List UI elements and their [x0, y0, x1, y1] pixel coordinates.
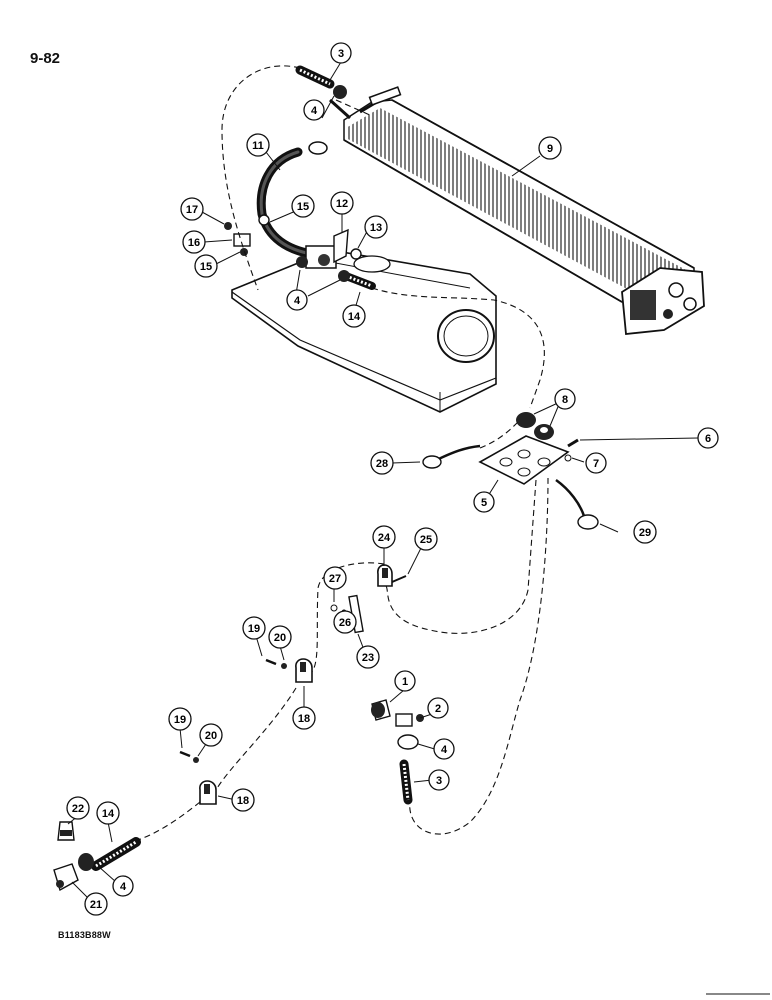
- callout-6: 6: [697, 427, 719, 449]
- svg-text:17: 17: [186, 204, 198, 216]
- svg-text:20: 20: [274, 632, 286, 644]
- lower-fittings: [371, 699, 424, 805]
- callout-1: 1: [394, 670, 416, 692]
- svg-text:15: 15: [297, 201, 309, 213]
- callout-3: 3: [428, 769, 450, 791]
- callout-21: 21: [84, 892, 108, 916]
- svg-text:3: 3: [338, 48, 344, 60]
- callout-26: 26: [333, 610, 357, 634]
- callout-19: 19: [168, 707, 192, 731]
- callout-24: 24: [372, 525, 396, 549]
- svg-text:13: 13: [370, 222, 382, 234]
- callout-16: 16: [182, 230, 206, 254]
- svg-text:22: 22: [72, 803, 84, 815]
- callout-14: 14: [342, 304, 366, 328]
- svg-text:2: 2: [435, 703, 441, 715]
- svg-text:18: 18: [298, 713, 310, 725]
- svg-text:19: 19: [248, 623, 260, 635]
- callouts: 3 4 9 11 12 15 17 16 15 13 4 14 8 6 7 28…: [66, 42, 719, 916]
- svg-text:16: 16: [188, 237, 200, 249]
- callout-14: 14: [96, 801, 120, 825]
- callout-19: 19: [242, 616, 266, 640]
- svg-text:5: 5: [481, 497, 487, 509]
- svg-text:15: 15: [200, 261, 212, 273]
- callout-4: 4: [303, 99, 325, 121]
- svg-text:4: 4: [311, 105, 318, 117]
- callout-15: 15: [194, 254, 218, 278]
- svg-text:8: 8: [562, 394, 568, 406]
- svg-text:29: 29: [639, 527, 651, 539]
- callout-15: 15: [291, 194, 315, 218]
- svg-text:23: 23: [362, 652, 374, 664]
- callout-17: 17: [180, 197, 204, 221]
- mounting-plate: [422, 412, 599, 530]
- callout-13: 13: [364, 215, 388, 239]
- svg-text:28: 28: [376, 458, 388, 470]
- callout-5: 5: [473, 491, 495, 513]
- svg-text:7: 7: [593, 458, 599, 470]
- heater-housing: [231, 249, 497, 413]
- svg-text:25: 25: [420, 534, 432, 546]
- drain-fittings: [53, 821, 141, 892]
- callout-22: 22: [66, 796, 90, 820]
- svg-text:6: 6: [705, 433, 711, 445]
- callout-3: 3: [330, 42, 352, 64]
- hose-routing: [137, 65, 549, 841]
- svg-text:3: 3: [436, 775, 442, 787]
- callout-9: 9: [538, 136, 562, 160]
- page-number: 9-82: [30, 50, 61, 67]
- callout-28: 28: [370, 451, 394, 475]
- callout-4: 4: [433, 738, 455, 760]
- callout-29: 29: [633, 520, 657, 544]
- svg-text:4: 4: [294, 295, 301, 307]
- callout-8: 8: [554, 388, 576, 410]
- callout-4: 4: [286, 289, 308, 311]
- svg-text:18: 18: [237, 795, 249, 807]
- callout-7: 7: [585, 452, 607, 474]
- clamps: [179, 564, 407, 805]
- callout-20: 20: [268, 625, 292, 649]
- svg-text:26: 26: [339, 617, 351, 629]
- svg-text:14: 14: [348, 311, 361, 323]
- callout-25: 25: [414, 527, 438, 551]
- callout-27: 27: [323, 566, 347, 590]
- svg-text:12: 12: [336, 198, 348, 210]
- svg-text:21: 21: [90, 899, 102, 911]
- svg-text:11: 11: [252, 140, 264, 152]
- heater-core: [328, 86, 705, 335]
- drawing-code: B1183B88W: [58, 930, 111, 940]
- callout-18: 18: [292, 706, 316, 730]
- svg-text:20: 20: [205, 730, 217, 742]
- hose-assembly: [224, 65, 376, 290]
- callout-2: 2: [427, 697, 449, 719]
- callout-23: 23: [356, 645, 380, 669]
- leader-lines: [67, 61, 699, 899]
- callout-11: 11: [246, 133, 270, 157]
- callout-20: 20: [199, 723, 223, 747]
- svg-text:27: 27: [329, 573, 341, 585]
- svg-text:19: 19: [174, 714, 186, 726]
- callout-12: 12: [330, 191, 354, 215]
- svg-text:24: 24: [378, 532, 391, 544]
- callout-18: 18: [231, 788, 255, 812]
- svg-text:4: 4: [120, 881, 127, 893]
- callout-4: 4: [112, 875, 134, 897]
- svg-text:4: 4: [441, 744, 448, 756]
- svg-text:1: 1: [402, 676, 408, 688]
- svg-text:9: 9: [547, 143, 553, 155]
- svg-text:14: 14: [102, 808, 115, 820]
